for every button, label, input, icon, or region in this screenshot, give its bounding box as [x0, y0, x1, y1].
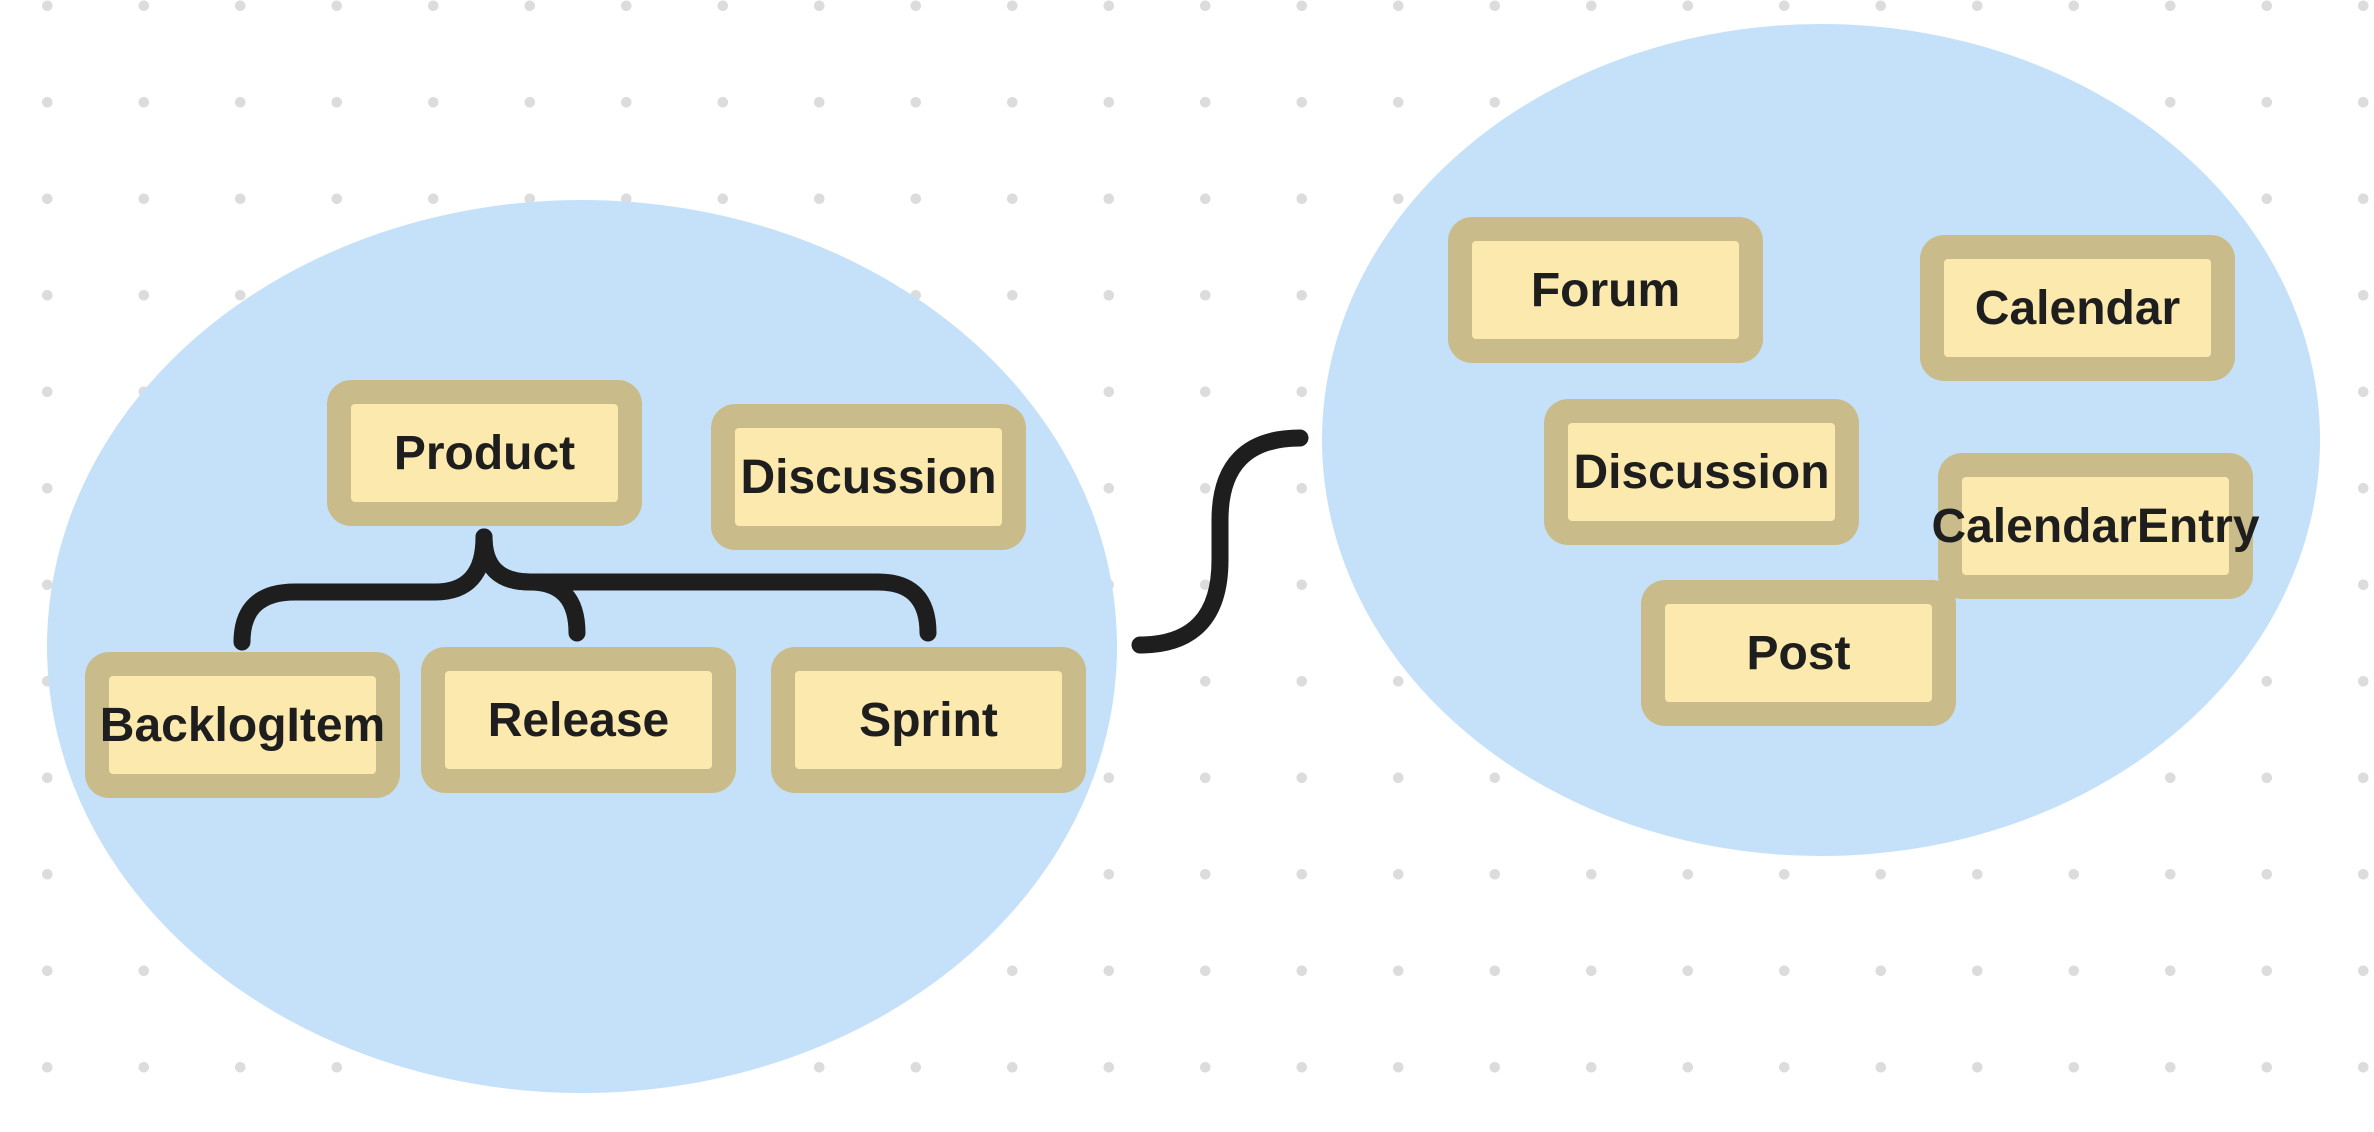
entity-sprint-label: Sprint: [859, 693, 998, 747]
entity-discussion-right-label: Discussion: [1573, 445, 1830, 499]
entity-calendar-fill: [1944, 259, 2211, 357]
entity-calendar-label: Calendar: [1974, 281, 2181, 335]
entity-release-fill: [445, 671, 712, 769]
entity-discussion-left[interactable]: Discussion: [711, 404, 1026, 550]
entity-release-label: Release: [487, 693, 670, 747]
context-link-connector: [1131, 429, 1309, 654]
entity-calendar-entry-label: CalendarEntry: [1931, 499, 2260, 553]
product-to-backlogitem-connector: [233, 528, 493, 651]
left-context-bubble: [47, 200, 1117, 1093]
entity-discussion-left-label: Discussion: [740, 450, 997, 504]
entity-product[interactable]: Product: [327, 380, 642, 526]
entity-release[interactable]: Release: [421, 647, 736, 793]
entity-post-label: Post: [1746, 626, 1851, 680]
entity-calendar-entry[interactable]: CalendarEntry: [1931, 453, 2260, 599]
entity-post-fill: [1665, 604, 1932, 702]
entity-backlog-item-label: BacklogItem: [99, 698, 386, 752]
entity-discussion-left-fill: [735, 428, 1002, 526]
entity-discussion-right-fill: [1568, 423, 1835, 521]
entity-calendar-entry-fill: [1962, 477, 2229, 575]
entity-forum[interactable]: Forum: [1448, 217, 1763, 363]
product-to-release-connector: [475, 528, 586, 642]
entity-discussion-right[interactable]: Discussion: [1544, 399, 1859, 545]
entity-sprint[interactable]: Sprint: [771, 647, 1086, 793]
entity-forum-label: Forum: [1530, 263, 1681, 317]
entity-product-fill: [351, 404, 618, 502]
entity-forum-fill: [1472, 241, 1739, 339]
entity-post[interactable]: Post: [1641, 580, 1956, 726]
entity-product-label: Product: [393, 426, 576, 480]
entity-sprint-fill: [795, 671, 1062, 769]
entity-backlog-item[interactable]: BacklogItem: [85, 652, 400, 798]
entity-calendar[interactable]: Calendar: [1920, 235, 2235, 381]
entity-backlog-item-fill: [109, 676, 376, 774]
